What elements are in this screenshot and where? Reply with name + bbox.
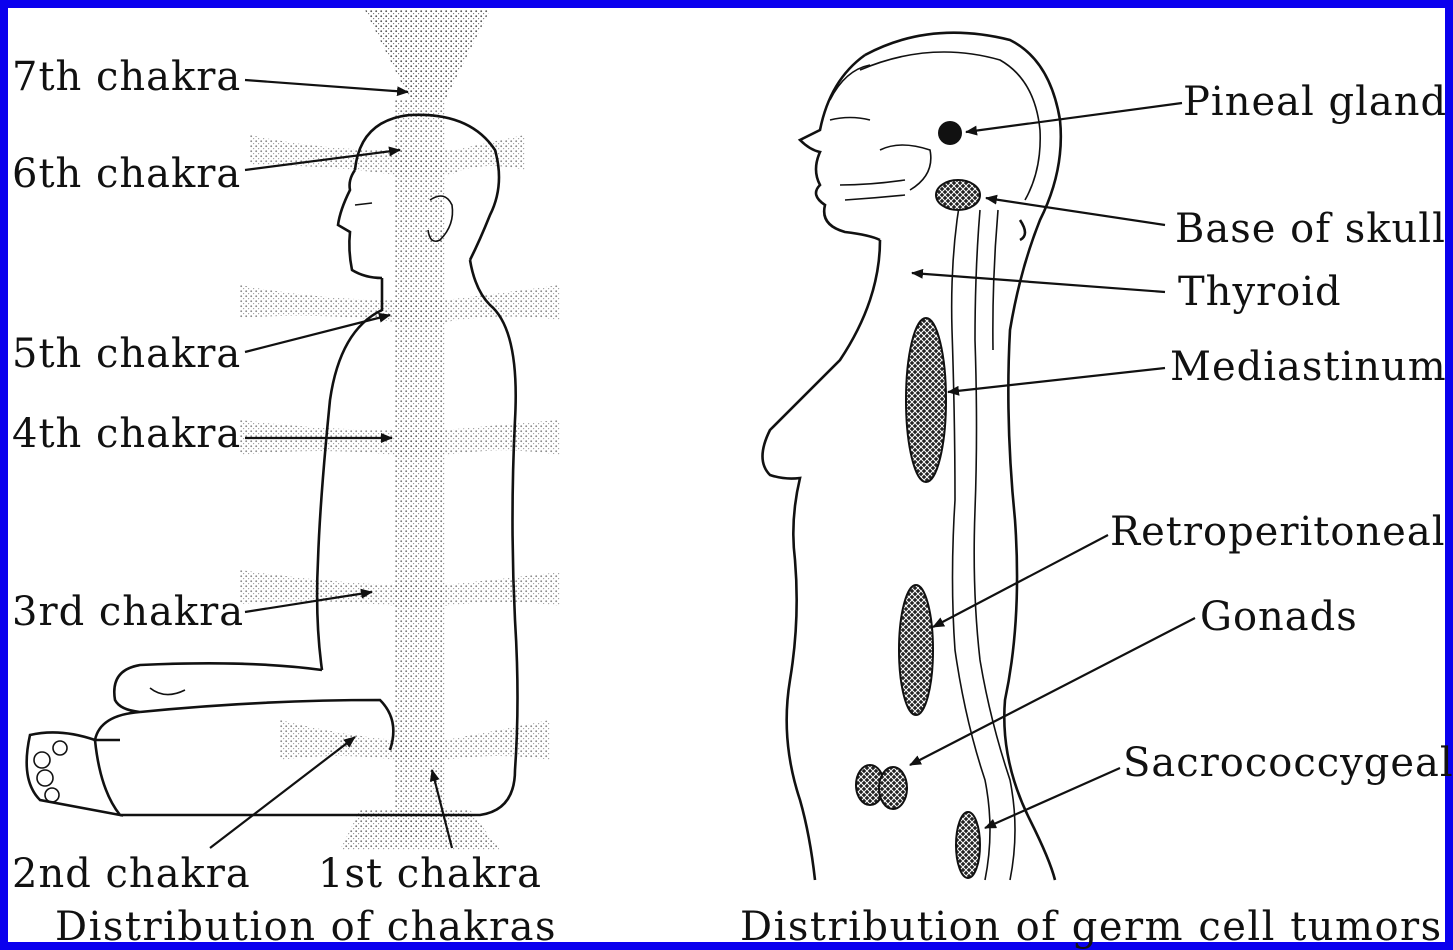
label-base-of-skull: Base of skull bbox=[1175, 206, 1446, 252]
label-retroperitoneal: Retroperitoneal bbox=[1110, 509, 1446, 555]
arrow-7th-chakra bbox=[245, 80, 408, 92]
label-4th-chakra: 4th chakra bbox=[12, 411, 241, 457]
arrow-thyroid bbox=[912, 273, 1165, 292]
tumor-sacrococcygeal bbox=[956, 812, 980, 878]
tumor-gonad-2 bbox=[879, 767, 907, 809]
arrow-retroperitoneal bbox=[933, 535, 1108, 627]
label-thyroid: Thyroid bbox=[1178, 269, 1342, 315]
tumor-retroperitoneal bbox=[899, 585, 933, 715]
chakra-figure: 7th chakra 6th chakra 5th chakra 4th cha… bbox=[12, 10, 560, 950]
tumor-pineal bbox=[938, 121, 962, 145]
label-sacrococcygeal: Sacrococcygeal bbox=[1123, 740, 1453, 786]
caption-chakras: Distribution of chakras bbox=[55, 904, 557, 950]
energy-column bbox=[240, 10, 560, 850]
diagram-frame: 7th chakra 6th chakra 5th chakra 4th cha… bbox=[8, 8, 1445, 942]
arrow-pineal bbox=[966, 103, 1182, 132]
arrow-base-of-skull bbox=[986, 198, 1165, 225]
label-pineal-gland: Pineal gland bbox=[1183, 79, 1447, 125]
tumor-arrows bbox=[910, 103, 1195, 828]
label-3rd-chakra: 3rd chakra bbox=[12, 589, 244, 635]
caption-germ-cell-tumors: Distribution of germ cell tumors bbox=[740, 904, 1443, 950]
arrow-sacrococcygeal bbox=[985, 768, 1120, 828]
arrow-5th-chakra bbox=[245, 315, 390, 352]
arrow-mediastinum bbox=[948, 368, 1165, 392]
label-6th-chakra: 6th chakra bbox=[12, 151, 241, 197]
tumor-figure: Pineal gland Base of skull Thyroid Media… bbox=[740, 33, 1453, 950]
label-1st-chakra: 1st chakra bbox=[318, 851, 542, 897]
label-7th-chakra: 7th chakra bbox=[12, 54, 241, 100]
label-mediastinum: Mediastinum bbox=[1170, 344, 1447, 390]
tumor-mediastinum bbox=[906, 318, 946, 482]
label-5th-chakra: 5th chakra bbox=[12, 331, 241, 377]
label-gonads: Gonads bbox=[1200, 594, 1358, 640]
tumor-base-of-skull bbox=[936, 180, 980, 210]
tumor-sites bbox=[856, 121, 980, 878]
label-2nd-chakra: 2nd chakra bbox=[12, 851, 251, 897]
